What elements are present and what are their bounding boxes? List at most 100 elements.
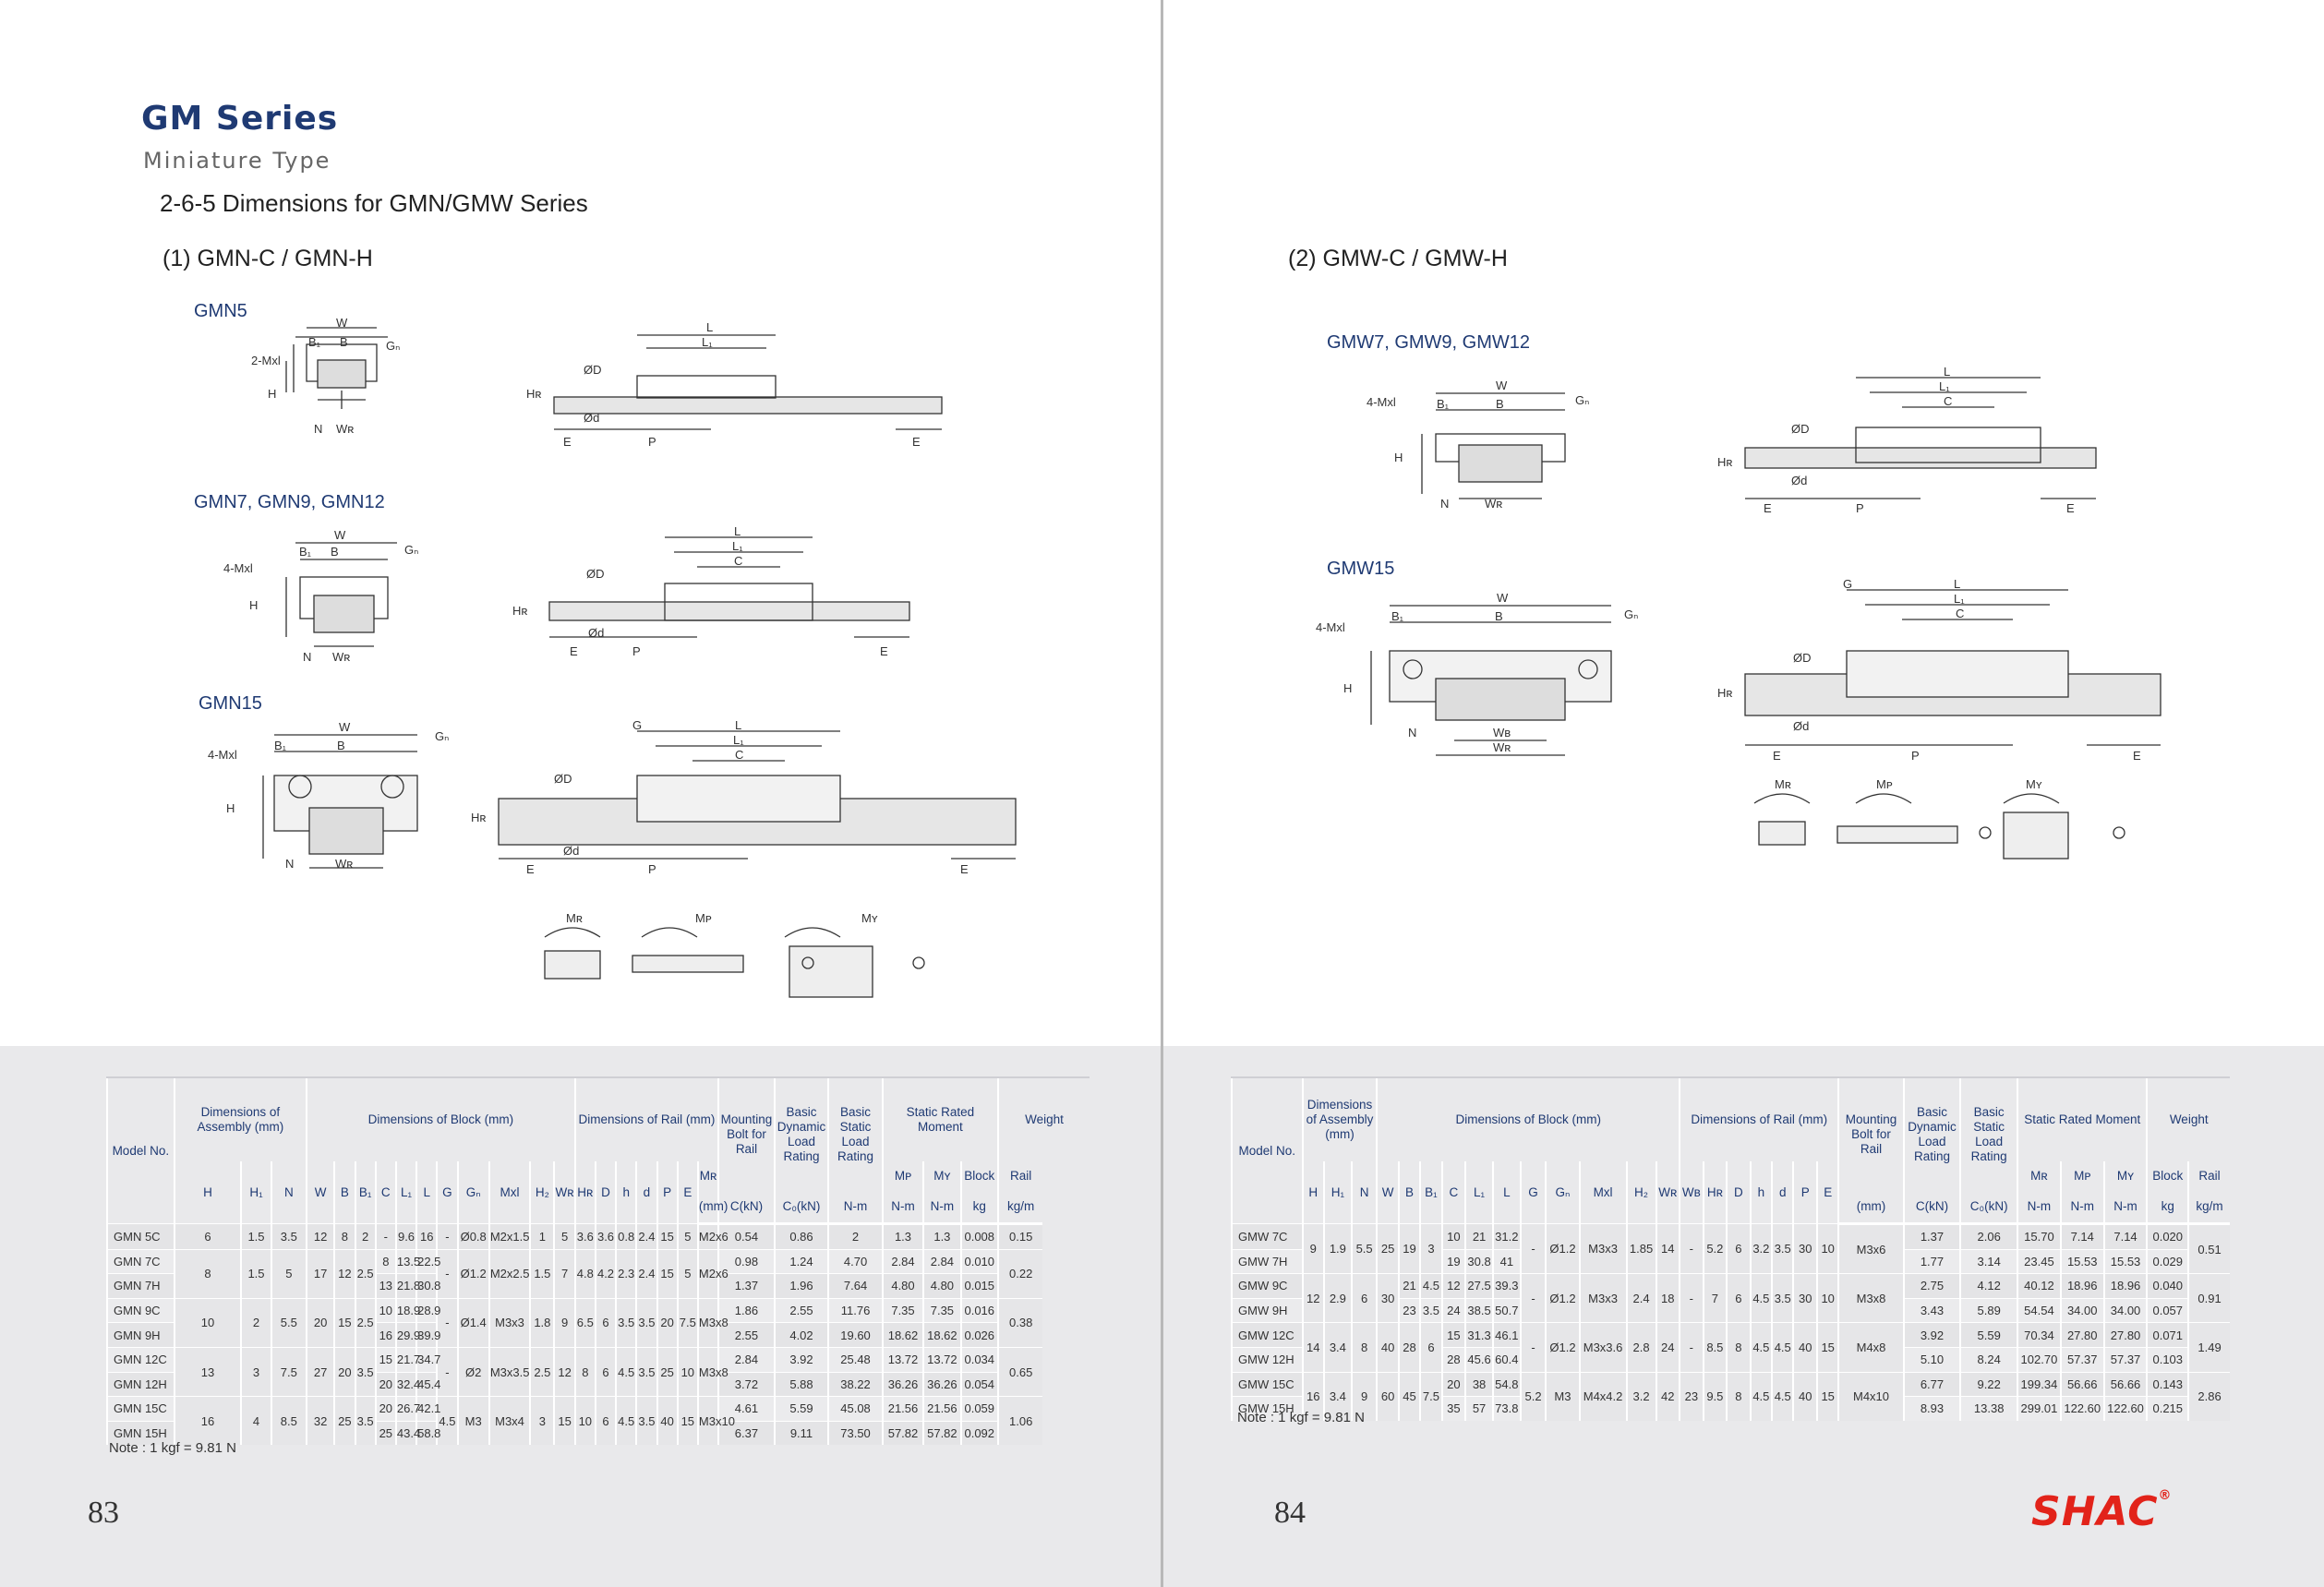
table-cell: 14	[1655, 1222, 1680, 1274]
table-cell: 38	[1464, 1371, 1493, 1397]
table-cell: Ø1.2	[1545, 1273, 1580, 1323]
dim-p: P	[648, 435, 656, 449]
dim-b: B	[1495, 609, 1503, 623]
table-cell: 7.35	[881, 1297, 924, 1323]
table-cell: 2.84	[881, 1248, 924, 1274]
dim-e: E	[570, 644, 578, 658]
dim-b1: B₁	[308, 335, 321, 349]
table-cell: 8.5	[1702, 1322, 1728, 1373]
table-cell: 3.92	[773, 1346, 829, 1373]
dim-hr: Hʀ	[1717, 455, 1732, 469]
table-cell: 10	[573, 1396, 596, 1446]
model-cell: GMN 12H	[106, 1371, 175, 1397]
table-cell: M3x4	[488, 1396, 531, 1446]
table-cell: 2.84	[717, 1346, 775, 1373]
table-cell: 56.66	[2102, 1371, 2148, 1397]
table-cell: 6	[594, 1396, 617, 1446]
table-cell: 54.54	[2017, 1297, 2061, 1323]
table-cell: 5.5	[1350, 1222, 1378, 1274]
table-cell: 38.5	[1464, 1297, 1493, 1323]
unit-kg: kg	[959, 1191, 998, 1225]
table-cell: 8.93	[1902, 1396, 1961, 1421]
table-cell: 40.12	[2017, 1273, 2061, 1299]
gmw-note: Note : 1 kgf = 9.81 N	[1237, 1410, 1365, 1425]
dim-p: P	[648, 862, 656, 876]
shac-logo: SHAC®	[2031, 1488, 2173, 1535]
col-w: W	[1376, 1161, 1399, 1224]
gmw7-end-view-drawing: W B₁ B Gₙ 4-Mxl H N Wʀ	[1367, 379, 1589, 511]
table-cell: 1.77	[1902, 1248, 1961, 1274]
table-cell: 46.1	[1491, 1322, 1521, 1348]
table-cell: 43.4	[394, 1420, 420, 1446]
table-cell: 3.14	[1959, 1248, 2018, 1274]
dim-e: E	[1773, 749, 1781, 763]
table-cell: 4.61	[717, 1396, 775, 1422]
table-cell: 2.84	[922, 1248, 961, 1274]
col-d: D	[1726, 1161, 1751, 1224]
table-cell: 3.6	[594, 1223, 617, 1250]
table-cell: 23.45	[2017, 1248, 2061, 1274]
dim-wb: Wʙ	[1493, 726, 1511, 739]
unit-nm-mp: N-m	[2059, 1191, 2104, 1225]
table-cell: -	[436, 1297, 458, 1348]
col-h: H	[173, 1161, 242, 1224]
table-cell: 0.015	[959, 1273, 998, 1299]
table-cell: 12	[553, 1346, 575, 1397]
table-cell: 0.092	[959, 1420, 998, 1446]
col-wr: Wʀ	[553, 1161, 575, 1224]
table-cell: 24	[1440, 1297, 1466, 1323]
table-cell: 4.5	[1419, 1273, 1442, 1299]
registered-mark: ®	[2158, 1488, 2173, 1503]
table-cell: -	[1679, 1273, 1704, 1323]
dim-l1: L₁	[732, 539, 743, 553]
gmn-dimension-table: Model No. Dimensions of Assembly (mm) Di…	[106, 1076, 1090, 1446]
table-cell: 10	[173, 1297, 242, 1348]
dim-l1: L₁	[1954, 592, 1965, 606]
table-cell: 6	[1419, 1322, 1442, 1373]
table-cell: M2x1.5	[488, 1223, 531, 1250]
table-cell: 27.5	[1464, 1273, 1493, 1299]
table-cell: 1.5	[240, 1223, 271, 1250]
dim-l: L	[1954, 577, 1960, 591]
model-cell: GMN 12C	[106, 1346, 175, 1373]
col-bolt-header: Mounting Bolt for Rail	[1837, 1076, 1904, 1191]
table-cell: Ø1.2	[1545, 1222, 1580, 1274]
table-cell: 1.5	[529, 1248, 555, 1299]
table-cell: 35	[1440, 1396, 1466, 1421]
table-cell: 0.51	[2187, 1222, 2230, 1274]
table-cell: 25	[333, 1396, 355, 1446]
table-cell: 13.72	[922, 1346, 961, 1373]
table-cell: 8	[1350, 1322, 1378, 1373]
dim-h: H	[1394, 451, 1403, 464]
table-cell: 16	[374, 1322, 396, 1348]
table-cell: 19	[1440, 1248, 1466, 1274]
col-h: H	[1301, 1161, 1324, 1224]
gmw-subtitle: (2) GMW-C / GMW-H	[1288, 246, 1508, 271]
table-cell: 8	[173, 1248, 242, 1299]
table-cell: -	[1679, 1322, 1704, 1373]
table-cell: 0.22	[996, 1248, 1043, 1299]
dim-gn: Gₙ	[404, 543, 418, 557]
table-cell: 2.4	[635, 1248, 657, 1299]
dim-p: P	[1911, 749, 1920, 763]
col-d-small: d	[635, 1161, 657, 1224]
unit-nm-mp: N-m	[881, 1191, 924, 1225]
table-cell: M3x3.5	[488, 1346, 531, 1397]
table-cell: 7.5	[1419, 1371, 1442, 1421]
table-cell: 15.70	[2017, 1223, 2061, 1250]
unit-ckn: C(kN)	[1902, 1191, 1961, 1225]
unit-mm: (mm)	[1837, 1191, 1904, 1225]
table-cell: 0.54	[717, 1223, 775, 1250]
table-cell: 8	[374, 1248, 396, 1274]
col-c: C	[1440, 1161, 1466, 1224]
table-cell: 4.2	[594, 1248, 617, 1299]
table-cell: -	[436, 1223, 458, 1250]
table-cell: 4.5	[1749, 1371, 1773, 1421]
table-cell: 21	[1397, 1273, 1421, 1299]
table-cell: 60.4	[1491, 1346, 1521, 1373]
dim-d: ØD	[586, 567, 605, 581]
